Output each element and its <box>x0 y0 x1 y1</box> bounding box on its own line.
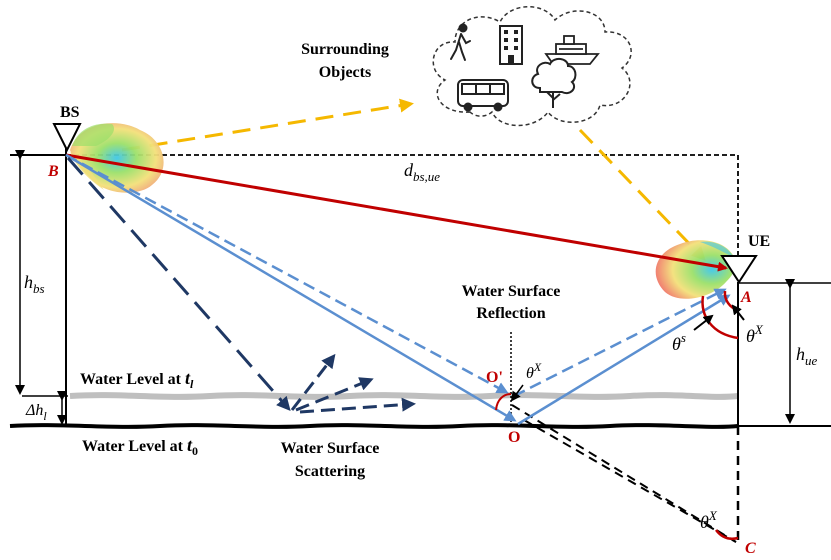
scatter-ray-out-3 <box>299 397 416 414</box>
mirror-ray-black <box>511 404 737 543</box>
surrounding-objects-label-1: Surrounding <box>301 41 389 58</box>
theta-x-label-o: θX <box>526 360 542 382</box>
object-ray-from-bs <box>121 98 414 152</box>
theta-x-label-ue: θX <box>746 322 764 346</box>
h-bs-label: hbs <box>24 272 45 296</box>
theta-x-arc-ue <box>723 290 739 312</box>
scattering-label-2: Scattering <box>295 463 365 480</box>
reflected-ray-t0-out <box>517 294 731 426</box>
bs-antenna <box>52 123 82 153</box>
theta-x-arc-o <box>495 393 512 411</box>
scatter-ray-out-2 <box>295 377 374 412</box>
scattering-label-1: Water Surface <box>281 440 380 457</box>
point-o-prime-label: O' <box>486 369 503 386</box>
los-ray <box>65 153 728 272</box>
bs-label: BS <box>60 104 80 121</box>
water-level-t0-label: Water Level at t0 <box>82 435 198 458</box>
ue-beam-pattern <box>655 240 736 299</box>
theta-s-arc <box>701 295 739 340</box>
scatter-ray-out-1 <box>290 353 336 411</box>
theta-x-o-pointer <box>510 384 524 402</box>
tree-icon <box>531 58 577 108</box>
point-a-label: A <box>740 289 752 306</box>
point-c-label: C <box>745 540 756 557</box>
ue-antenna <box>720 255 758 284</box>
reflected-ray-t0-in <box>65 153 517 422</box>
theta-s-label: θs <box>672 330 686 354</box>
pedestrian-icon <box>450 23 471 61</box>
point-o-label: O <box>508 429 520 446</box>
water-level-tl-label: Water Level at tl <box>80 368 194 391</box>
theta-x-label-c: θX <box>700 508 718 532</box>
mirror-ray-black-2 <box>523 419 737 543</box>
building-icon <box>499 25 523 65</box>
reflected-ray-tl-out <box>513 288 727 398</box>
theta-x-arc-c <box>715 529 739 540</box>
bus-icon <box>457 79 509 112</box>
point-b-label: B <box>47 163 59 180</box>
reflection-label-1: Water Surface <box>462 283 561 300</box>
d-bs-ue-label: dbs,ue <box>404 160 440 184</box>
scatter-ray-in <box>66 157 291 412</box>
theta-x-pointer <box>731 304 745 321</box>
object-ray-to-ue <box>578 128 706 261</box>
delta-h-label: Δhl <box>25 402 47 423</box>
water-level-t0-line <box>9 423 739 429</box>
water-level-tl-line <box>69 392 739 400</box>
surrounding-objects-label-2: Objects <box>319 64 371 81</box>
h-ue-label: hue <box>796 344 818 368</box>
theta-s-pointer <box>693 314 714 331</box>
reflected-ray-tl-in <box>65 153 509 394</box>
ue-label: UE <box>748 233 770 250</box>
reflection-label-2: Reflection <box>476 305 545 322</box>
